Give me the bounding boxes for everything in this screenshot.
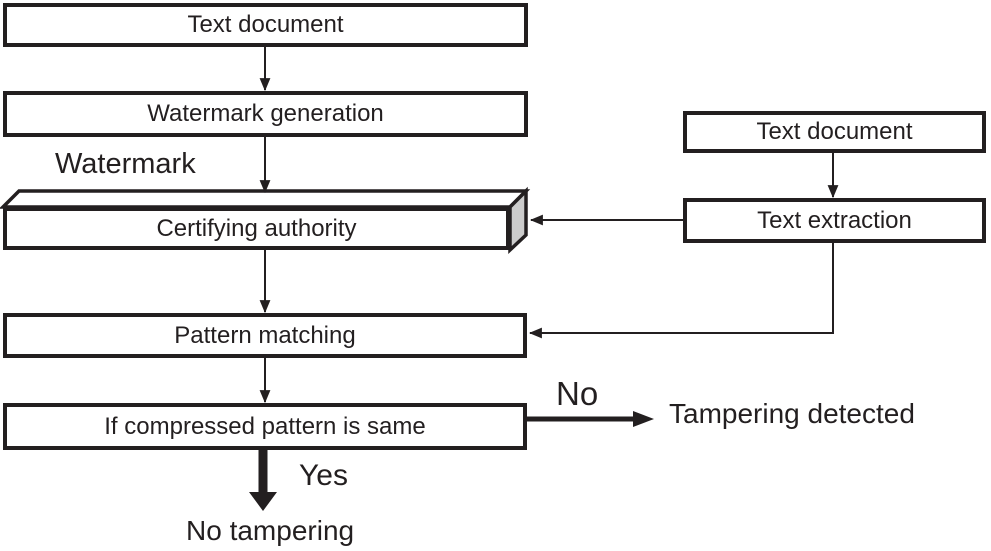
node-if-compressed-pattern: If compressed pattern is same (3, 403, 527, 450)
arrow-yes-head (249, 492, 277, 511)
node-text-document-input: Text document (683, 111, 986, 153)
node-text-document-source: Text document (3, 3, 528, 47)
node-pattern-matching: Pattern matching (3, 313, 527, 358)
certifying-authority-top-face (0, 189, 531, 209)
label-no-tampering: No tampering (186, 515, 355, 546)
node-text-extraction: Text extraction (683, 198, 986, 243)
label-yes: Yes (299, 459, 348, 492)
label-no: No (556, 375, 599, 412)
node-certifying-authority: Certifying authority (3, 207, 510, 250)
label-tampering-detected: Tampering detected (669, 398, 915, 429)
arrow-no-head (633, 411, 654, 427)
certifying-authority-side-face (508, 186, 528, 255)
node-watermark-generation: Watermark generation (3, 91, 528, 137)
arrow-textextraction-to-patternmatching (528, 243, 834, 339)
label-watermark: Watermark (55, 148, 196, 180)
